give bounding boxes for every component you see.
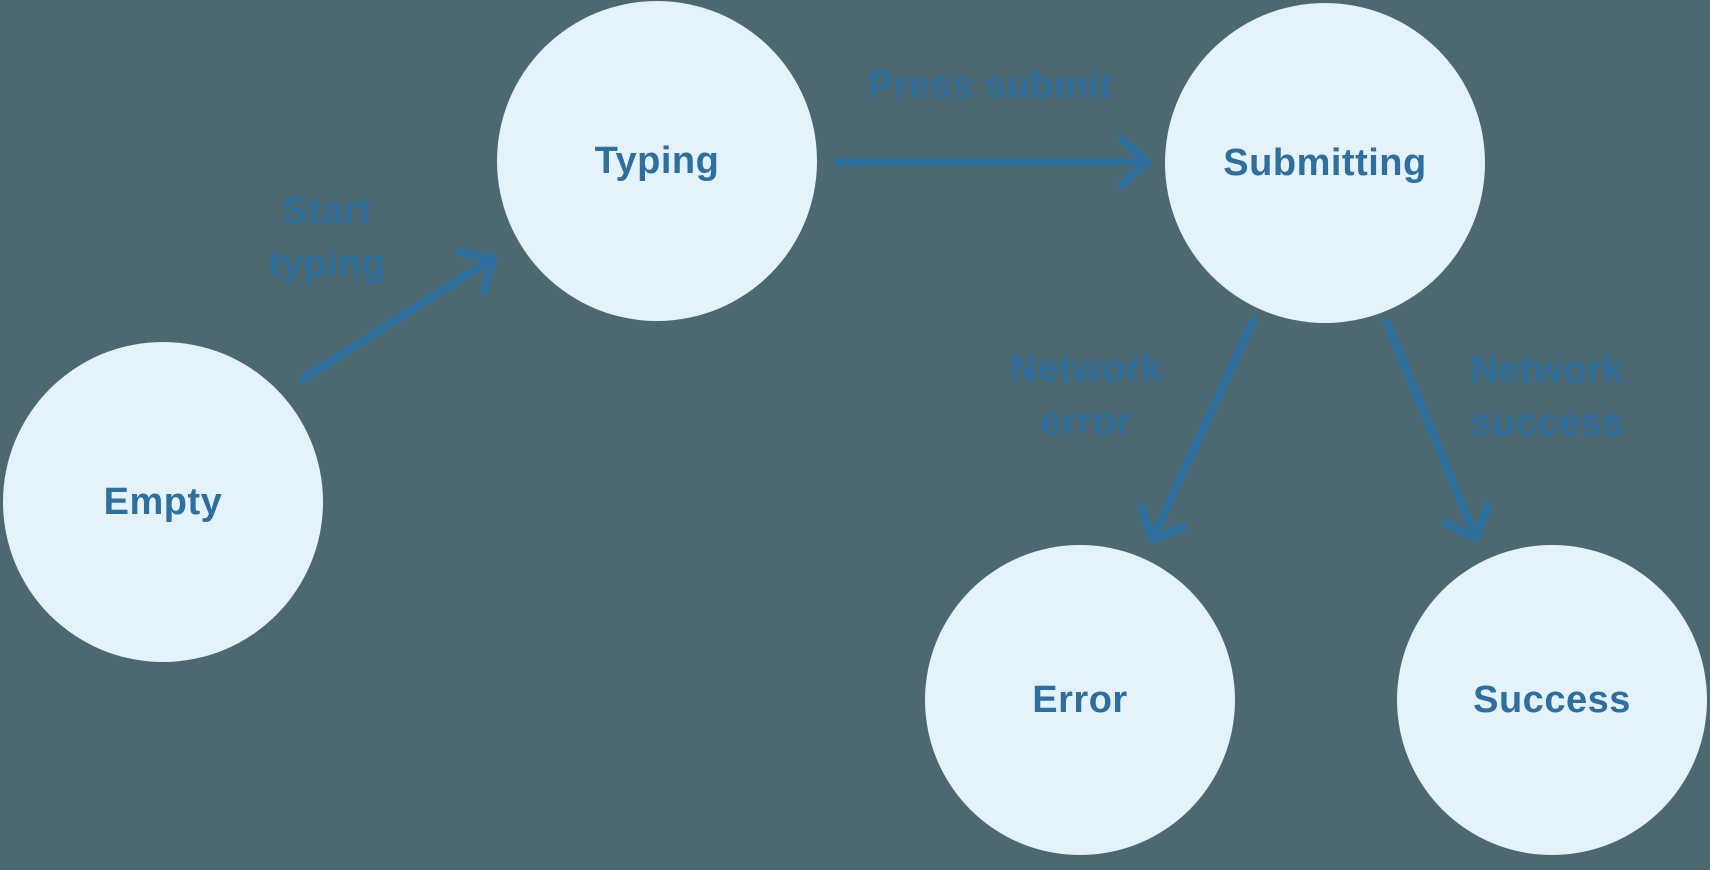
state-node-success: Success: [1397, 545, 1707, 855]
edge-label-line: typing: [268, 243, 386, 285]
state-node-label-typing: Typing: [594, 139, 720, 182]
edge-label-typing-submitting: Press submit: [868, 60, 1113, 113]
state-node-typing: Typing: [497, 1, 817, 321]
edge-label-submitting-success: Network success: [1470, 344, 1624, 450]
edge-label-line: Press submit: [867, 64, 1113, 107]
edge-arrow-empty-typing: [299, 248, 497, 383]
state-node-label-success: Success: [1473, 678, 1631, 721]
state-node-submitting: Submitting: [1165, 3, 1485, 323]
edge-label-line: Start: [282, 190, 372, 232]
edge-label-line: success: [1470, 402, 1624, 444]
edge-arrow-typing-submitting: [834, 135, 1151, 189]
edge-label-line: error: [1040, 401, 1132, 443]
state-node-label-empty: Empty: [103, 480, 223, 523]
state-node-label-submitting: Submitting: [1223, 141, 1427, 184]
edge-arrow-submitting-error: [1137, 317, 1257, 544]
edge-label-submitting-error: Network error: [1009, 343, 1162, 449]
state-node-empty: Empty: [3, 342, 323, 662]
edge-label-line: Network: [1470, 349, 1624, 391]
state-node-label-error: Error: [1032, 678, 1128, 721]
edge-arrow-submitting-success: [1383, 319, 1492, 542]
edge-label-line: Network: [1009, 348, 1163, 390]
state-node-error: Error: [925, 545, 1235, 855]
edge-label-empty-typing: Start typing: [269, 185, 386, 291]
